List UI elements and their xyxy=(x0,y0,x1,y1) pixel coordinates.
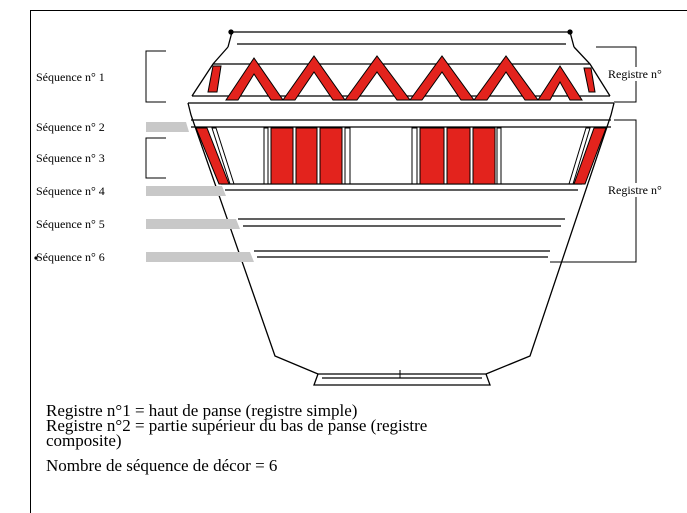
label-sequence-2: Séquence n° 2 xyxy=(36,120,105,134)
label-sequence-6: Séquence n° 6 xyxy=(36,250,105,264)
sequence-markers xyxy=(146,122,254,262)
caption-line-4: Nombre de séquence de décor = 6 xyxy=(46,456,278,475)
diagram-frame xyxy=(30,10,687,513)
vase-body xyxy=(187,102,615,386)
label-registre-2: Registre n° xyxy=(608,183,662,197)
label-registre-1: Registre n° xyxy=(608,67,662,81)
panel-decor xyxy=(195,127,607,185)
label-sequence-4: Séquence n° 4 xyxy=(36,184,105,198)
caption-line-1: Registre n°1 = haut de panse (registre s… xyxy=(46,401,358,420)
left-braces xyxy=(145,50,166,179)
label-sequence-3: Séquence n° 3 xyxy=(36,151,105,165)
label-sequence-1: Séquence n° 1 xyxy=(36,70,105,84)
marker-dot xyxy=(34,256,38,260)
caption-line-2: Registre n°2 = partie supérieur du bas d… xyxy=(46,416,428,435)
zigzag-decor xyxy=(207,55,596,101)
caption-line-3: composite) xyxy=(46,431,122,450)
vase-lip xyxy=(227,29,575,48)
label-sequence-5: Séquence n° 5 xyxy=(36,217,105,231)
